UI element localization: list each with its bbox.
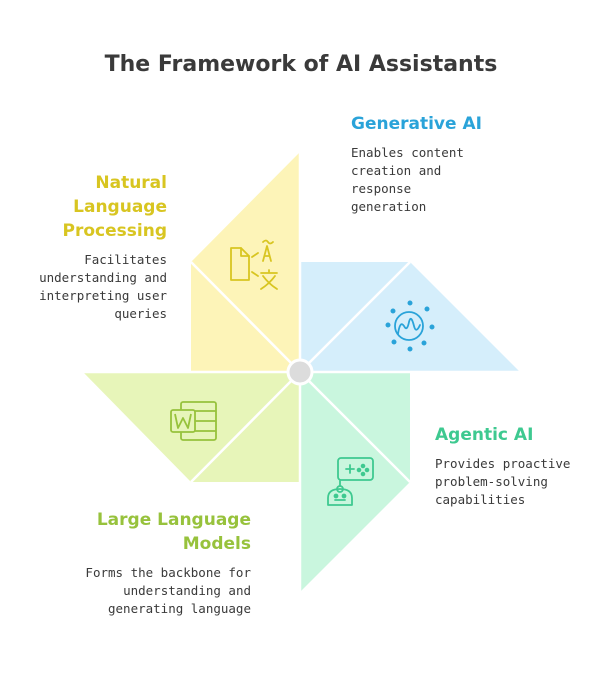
llm-section: Large Language Models Forms the backbone… (60, 508, 251, 618)
generative-ai-heading: Generative AI (351, 114, 482, 134)
translate-icon (230, 239, 278, 290)
agentic-ai-blade (299, 371, 411, 592)
ai-brain-icon (385, 300, 435, 352)
llm-description: Forms the backbone for understanding and… (85, 565, 251, 616)
nlp-description: Facilitates understanding and interpreti… (39, 252, 167, 321)
agentic-ai-description: Provides proactive problem-solving capab… (435, 456, 571, 507)
word-document-icon (170, 401, 217, 441)
nlp-blade (190, 152, 301, 373)
generative-ai-section: Generative AI Enables content creation a… (351, 112, 491, 216)
agentic-ai-heading: Agentic AI (435, 425, 534, 445)
pinwheel-hub (286, 358, 314, 386)
agentic-ai-section: Agentic AI Provides proactive problem-so… (435, 423, 595, 509)
page-title: The Framework of AI Assistants (104, 52, 498, 77)
generative-ai-blade (299, 261, 520, 373)
robot-gamepad-icon (327, 457, 374, 506)
generative-ai-description: Enables content creation and response ge… (351, 145, 464, 214)
llm-heading: Large Language Models (96, 510, 251, 554)
nlp-heading: Natural Language Processing (62, 173, 167, 241)
nlp-section: Natural Language Processing Facilitates … (20, 171, 167, 323)
